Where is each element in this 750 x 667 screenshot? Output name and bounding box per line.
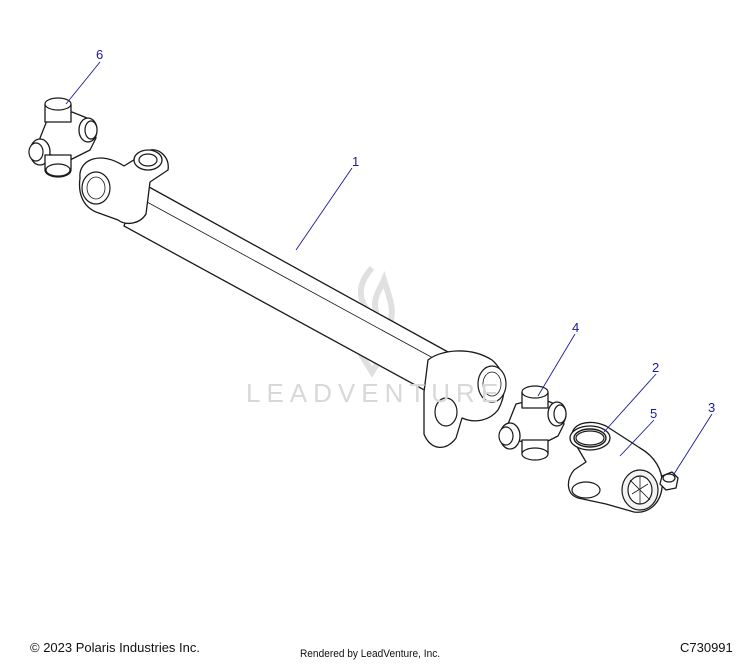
callout-1: 1	[352, 154, 359, 169]
part-3-fitting	[659, 471, 679, 491]
watermark-text: LEADVENTURE	[246, 378, 505, 408]
callout-4: 4	[572, 320, 579, 335]
copyright-notice: © 2023 Polaris Industries Inc.	[30, 640, 200, 655]
rendered-by-credit: Rendered by LeadVenture, Inc.	[300, 648, 441, 660]
diagram-code: C730991	[680, 640, 733, 655]
callout-3: 3	[708, 400, 715, 415]
part-6-universal-joint	[28, 97, 98, 178]
part-5-splined-yoke	[567, 421, 663, 513]
leader-lines	[65, 61, 713, 475]
callout-2: 2	[652, 360, 659, 375]
callout-5: 5	[650, 406, 657, 421]
part-1-drive-shaft	[78, 149, 507, 448]
callout-6: 6	[96, 47, 103, 62]
part-4-universal-joint	[498, 385, 567, 461]
part-2-retaining-ring	[573, 428, 607, 448]
